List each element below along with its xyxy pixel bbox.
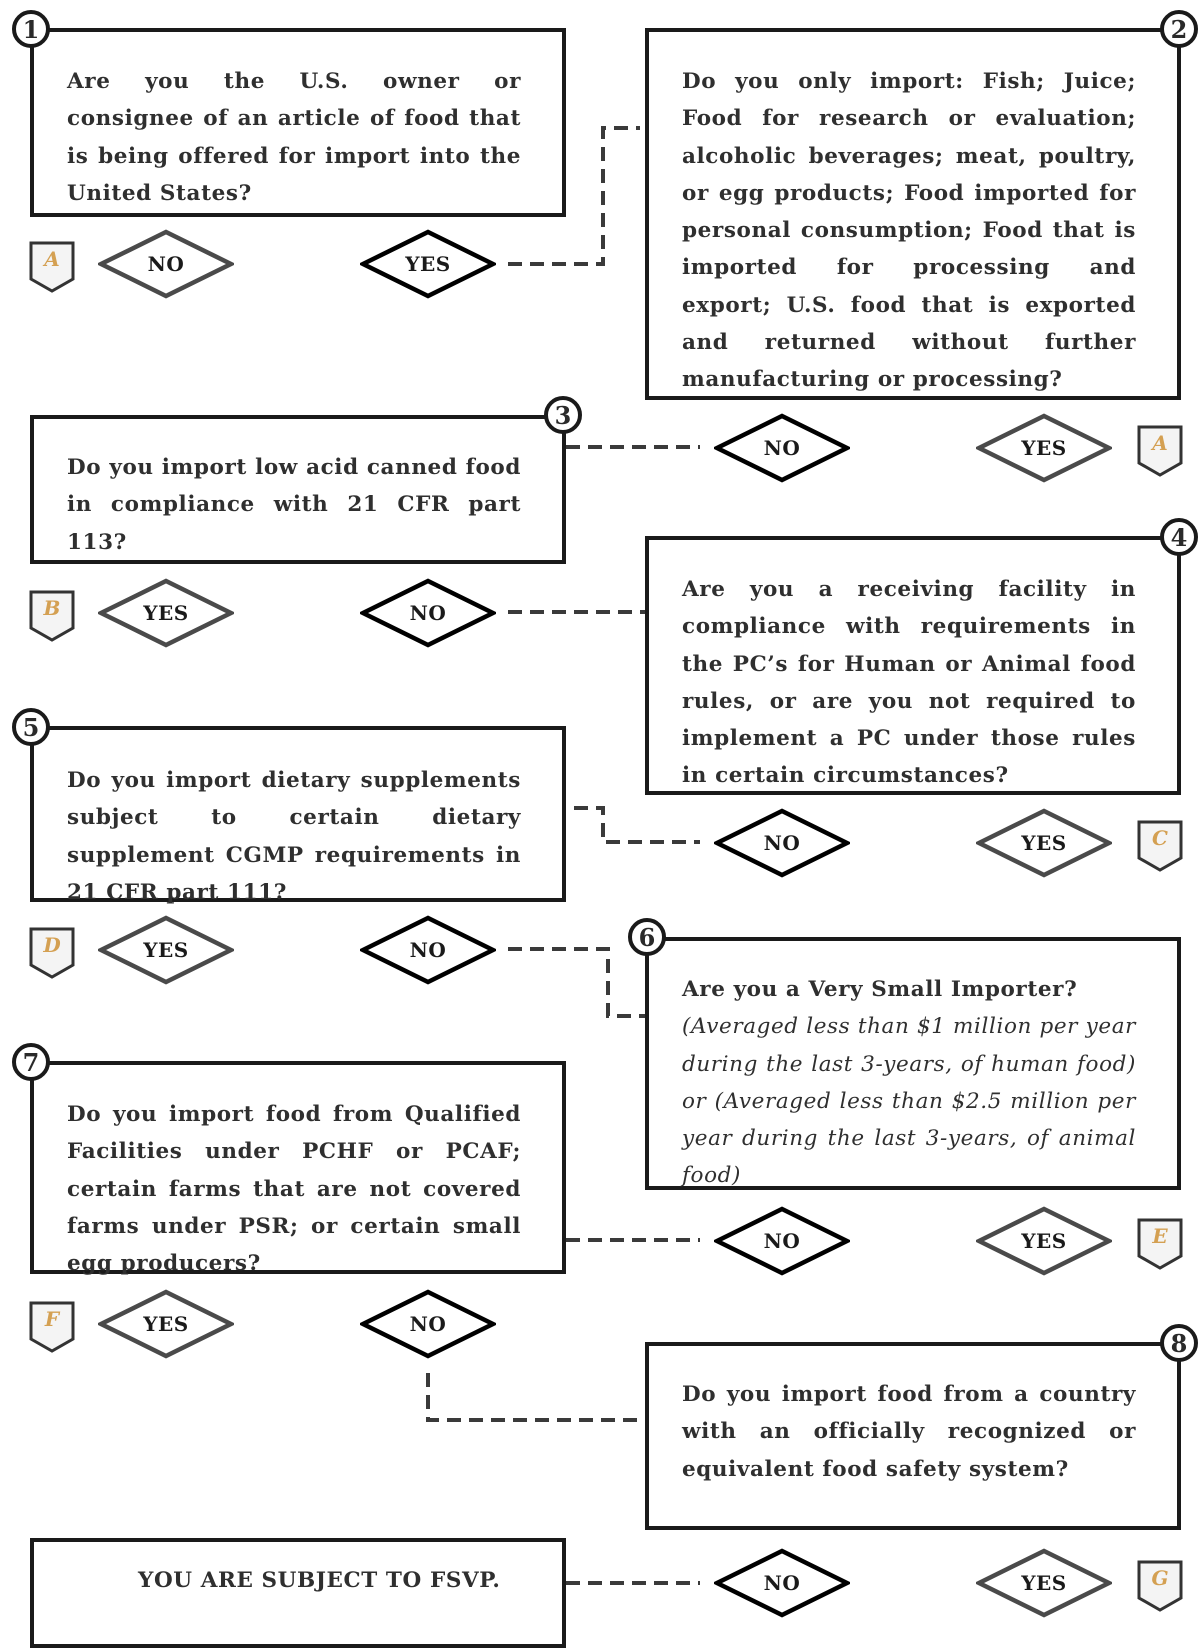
step-number-1: 1 [12,10,50,48]
answer-yes-q7: YES [98,1289,234,1359]
answer-no-q5: NO [360,915,496,985]
question-text-5: Do you import dietary supplements subjec… [67,768,521,905]
step-number-4: 4 [1160,518,1198,556]
question-text-7: Do you import food from Qualified Facili… [67,1102,521,1277]
question-box-6 [645,937,1181,1190]
question-text-2: Do you only import: Fish; Juice; Food fo… [682,69,1136,393]
final-result-box [30,1538,566,1648]
outcome-tag-f: F [29,1301,75,1353]
answer-yes-q5: YES [98,915,234,985]
answer-yes-q8: YES [976,1548,1112,1618]
question-box-3 [30,415,566,564]
answer-no-q4: NO [714,808,850,878]
answer-yes-q4: YES [976,808,1112,878]
answer-yes-q2: YES [976,413,1112,483]
answer-no-q3: NO [360,578,496,648]
question-box-2 [645,28,1181,400]
question-box-7 [30,1061,566,1274]
question-text-1: Are you the U.S. owner or consignee of a… [67,69,521,206]
step-number-8: 8 [1160,1324,1198,1362]
question-text-6-sub: (Averaged less than $1 million per year … [682,1014,1136,1189]
question-box-8 [645,1342,1181,1530]
question-text-6: Are you a Very Small Importer? (Averaged… [682,971,1136,1195]
answer-yes-q3: YES [98,578,234,648]
final-result-text: YOU ARE SUBJECT TO FSVP. [138,1568,501,1593]
outcome-tag-e: E [1137,1218,1183,1270]
answer-yes-q1: YES [360,229,496,299]
step-number-5: 5 [12,708,50,746]
question-text-3: Do you import low acid canned food in co… [67,455,521,555]
question-box-4 [645,536,1181,795]
question-box-1 [30,28,566,217]
outcome-tag-a-2: A [1137,425,1183,477]
step-number-3: 3 [544,396,582,434]
outcome-tag-c: C [1137,820,1183,872]
outcome-tag-d: D [29,927,75,979]
outcome-tag-a-1: A [29,241,75,293]
outcome-tag-g: G [1137,1560,1183,1612]
question-text-8: Do you import food from a country with a… [682,1382,1136,1482]
question-text-4: Are you a receiving facility in compli­a… [682,577,1136,789]
outcome-tag-b: B [29,590,75,642]
step-number-2: 2 [1160,10,1198,48]
step-number-7: 7 [12,1043,50,1081]
question-box-5 [30,726,566,902]
answer-no-q1: NO [98,229,234,299]
answer-no-q6: NO [714,1206,850,1276]
answer-no-q8: NO [714,1548,850,1618]
answer-no-q7: NO [360,1289,496,1359]
answer-yes-q6: YES [976,1206,1112,1276]
step-number-6: 6 [628,918,666,956]
question-text-6-main: Are you a Very Small Importer? [682,977,1078,1002]
answer-no-q2: NO [714,413,850,483]
